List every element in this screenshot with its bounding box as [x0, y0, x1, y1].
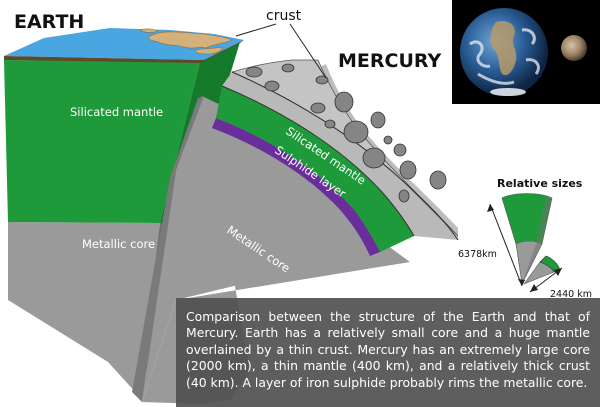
- crater: [324, 119, 336, 129]
- photo-earth-ice: [490, 88, 526, 96]
- mercury-radius-label: 2440 km: [550, 289, 592, 300]
- crater: [383, 135, 393, 145]
- earth-title: EARTH: [14, 11, 84, 33]
- earth-continent: [148, 31, 233, 49]
- mercury-outline: [231, 71, 459, 241]
- relative-sizes: Relative sizes 6378km 2440 km: [458, 177, 592, 300]
- arrowhead: [518, 279, 525, 286]
- crust-label: crust: [266, 8, 302, 24]
- caption-box: Comparison between the structure of the …: [176, 298, 600, 407]
- earth-radius-label: 6378km: [458, 249, 497, 260]
- crust-pointer-mercury: [289, 23, 327, 79]
- caption-text: Comparison between the structure of the …: [186, 309, 590, 390]
- crater: [398, 189, 410, 203]
- crater: [393, 143, 407, 157]
- crater: [315, 75, 329, 85]
- mini-earth-side: [522, 196, 552, 284]
- crater: [310, 102, 326, 114]
- earth-continent: [139, 28, 159, 33]
- earth-core-label: Metallic core: [82, 237, 155, 251]
- earth-mantle-label: Silicated mantle: [70, 105, 163, 119]
- crater: [245, 66, 263, 78]
- earth-core-face: [8, 222, 160, 395]
- crater: [362, 147, 386, 169]
- crust-pointer-earth: [235, 23, 277, 37]
- earth-radius-arrow: [489, 203, 523, 287]
- photo-earth-land: [490, 20, 517, 76]
- mercury-core-side: [132, 96, 204, 402]
- arrowhead: [487, 204, 494, 212]
- crater: [370, 111, 386, 129]
- photo-earth-clouds: [469, 28, 540, 85]
- earth-continent: [195, 46, 223, 55]
- crater: [334, 91, 354, 113]
- planets-photo-art: [452, 0, 600, 104]
- crater: [264, 80, 280, 92]
- mercury-craters: [245, 63, 447, 203]
- mercury-sulphide-layer: [212, 118, 380, 256]
- arrowhead: [530, 284, 538, 292]
- planets-photo: [452, 0, 600, 104]
- mercury-mantle-band: [216, 86, 414, 252]
- arrowhead: [554, 268, 562, 276]
- mercury-outline: [221, 85, 415, 237]
- crater: [281, 63, 295, 73]
- earth-crust-rim: [4, 40, 244, 63]
- crater: [429, 170, 447, 190]
- crater: [399, 160, 417, 180]
- mercury-title: MERCURY: [338, 50, 441, 72]
- earth-mantle-face: [4, 60, 200, 223]
- photo-mercury: [561, 35, 587, 61]
- relative-sizes-title: Relative sizes: [497, 177, 583, 190]
- crater: [343, 120, 369, 144]
